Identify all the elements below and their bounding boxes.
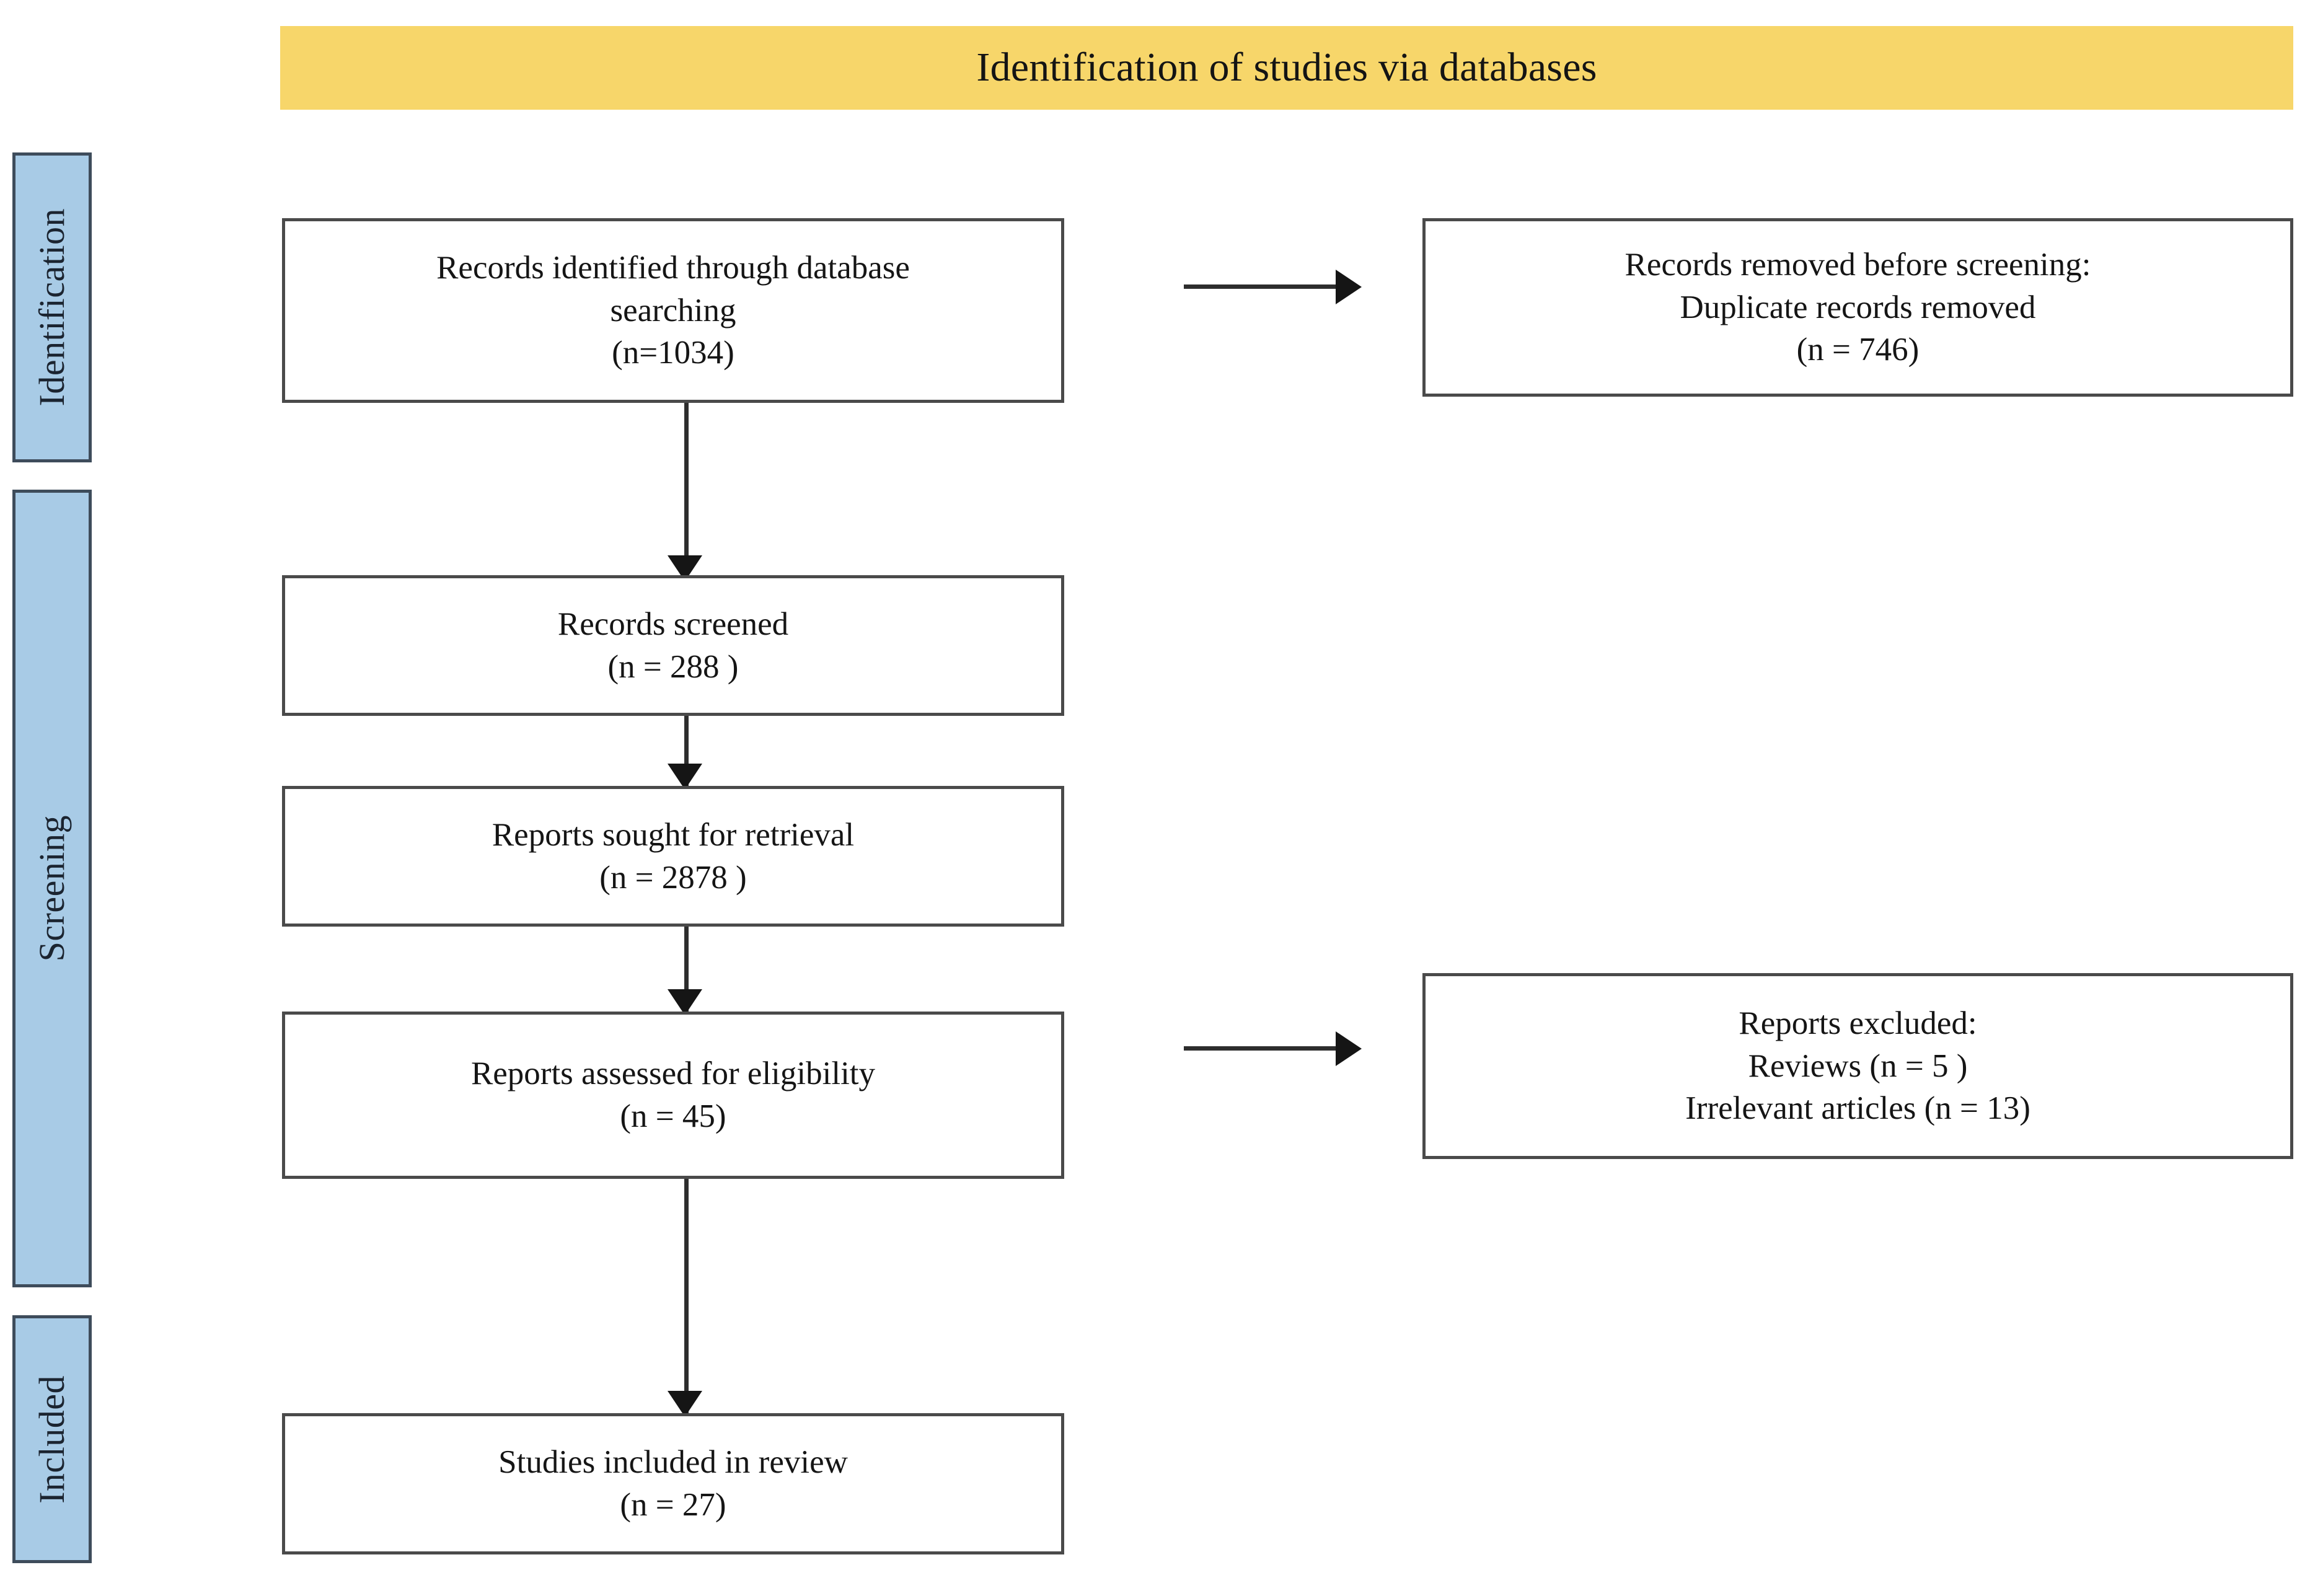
node-count: (n = 45) [620, 1098, 726, 1134]
stage-rail-screening: Screening [12, 490, 92, 1287]
node-count: (n = 746) [1796, 332, 1920, 368]
connector-screened-to-sought [684, 716, 689, 786]
arrow-down-icon-to-sought [668, 764, 702, 790]
node-count: (n=1034) [612, 335, 734, 371]
node-line: Duplicate records removed [1680, 289, 2036, 325]
node-count: (n = 2878 ) [599, 859, 747, 896]
connector-assessed-to-excluded [1184, 1046, 1336, 1051]
connector-identified-to-removed [1184, 284, 1336, 289]
diagram-header-banner: Identification of studies via databases [280, 26, 2293, 110]
node-records-removed: Records removed before screening: Duplic… [1422, 218, 2293, 397]
arrow-right-icon-to-removed [1336, 270, 1362, 304]
node-records-screened: Records screened (n = 288 ) [282, 575, 1064, 716]
node-line: searching [610, 292, 736, 328]
node-line: Irrelevant articles (n = 13) [1685, 1090, 2030, 1127]
node-reports-assessed: Reports assessed for eligibility (n = 45… [282, 1012, 1064, 1179]
node-studies-included: Studies included in review (n = 27) [282, 1413, 1064, 1554]
connector-sought-to-assessed [684, 927, 689, 1012]
connector-assessed-to-included [684, 1179, 689, 1413]
stage-rail-identification: Identification [12, 152, 92, 462]
arrow-down-icon-to-assessed [668, 989, 702, 1015]
arrow-down-icon-to-included [668, 1391, 702, 1417]
node-line: Records identified through database [436, 249, 910, 286]
stage-rail-included: Included [12, 1315, 92, 1563]
node-line: Reports assessed for eligibility [470, 1056, 876, 1092]
node-reports-excluded: Reports excluded: Reviews (n = 5 ) Irrel… [1422, 973, 2293, 1159]
node-line: Reports sought for retrieval [492, 816, 855, 853]
node-count: (n = 288 ) [607, 648, 739, 685]
node-count: (n = 27) [620, 1487, 726, 1523]
node-reports-sought: Reports sought for retrieval (n = 2878 ) [282, 786, 1064, 927]
node-line: Records removed before screening: [1624, 246, 2091, 283]
arrow-right-icon-to-excluded [1336, 1031, 1362, 1066]
connector-identified-to-screened [684, 403, 689, 575]
stage-rail-label-included: Included [32, 1375, 72, 1504]
node-line: Studies included in review [498, 1444, 848, 1481]
node-records-identified: Records identified through database sear… [282, 218, 1064, 403]
stage-rail-label-identification: Identification [32, 208, 72, 407]
diagram-title: Identification of studies via databases [976, 45, 1597, 90]
node-line: Reviews (n = 5 ) [1748, 1047, 1968, 1084]
node-line: Reports excluded: [1739, 1005, 1977, 1041]
node-line: Records screened [557, 606, 789, 642]
stage-rail-label-screening: Screening [32, 815, 72, 962]
